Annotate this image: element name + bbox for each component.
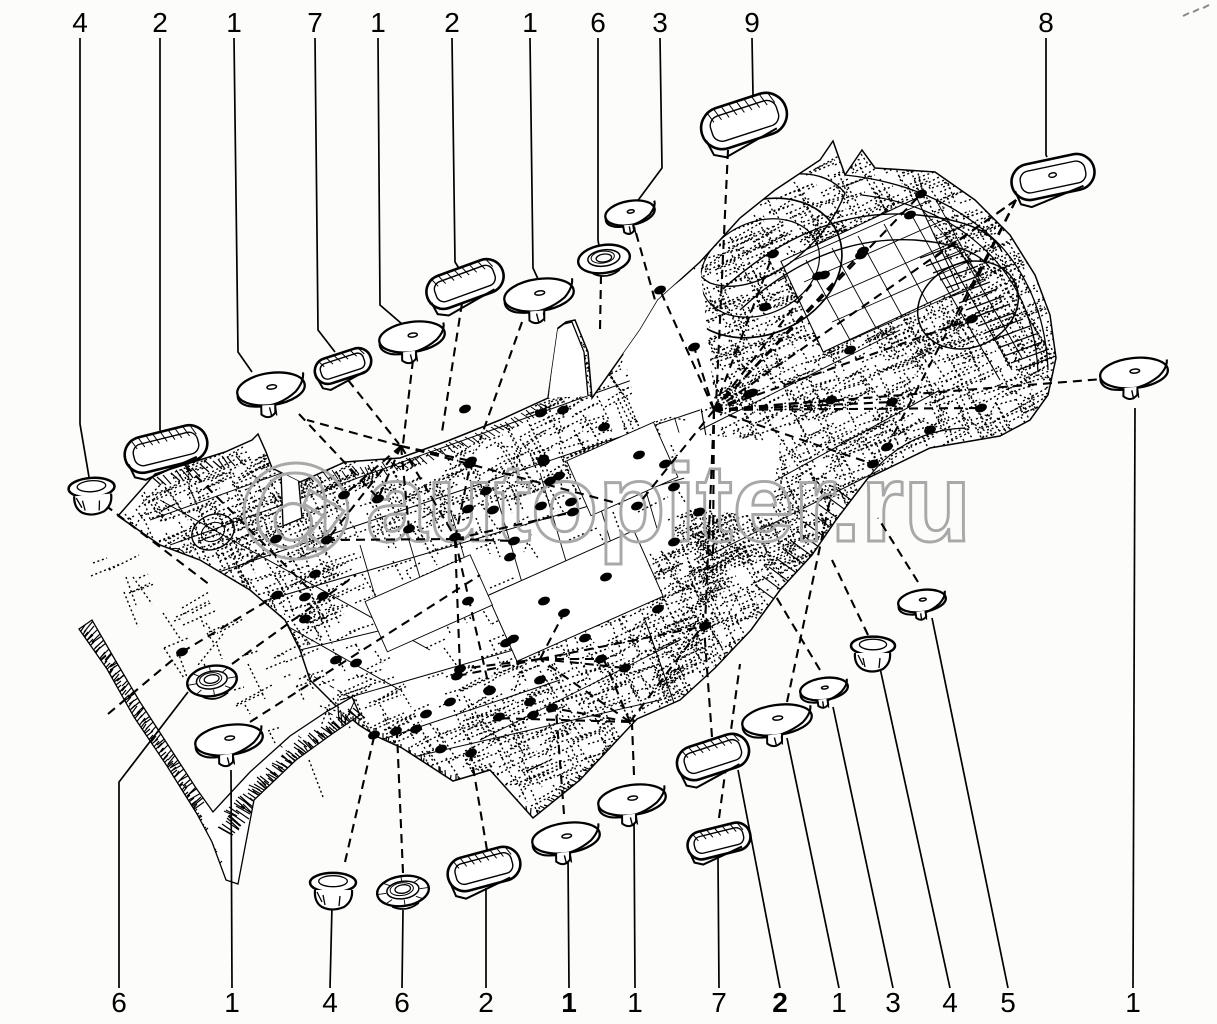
svg-text:3: 3 xyxy=(885,987,901,1018)
svg-text:1: 1 xyxy=(226,7,242,38)
svg-text:6: 6 xyxy=(111,987,127,1018)
svg-text:3: 3 xyxy=(652,7,668,38)
svg-text:8: 8 xyxy=(1038,7,1054,38)
svg-text:1: 1 xyxy=(522,7,538,38)
svg-text:1: 1 xyxy=(370,7,386,38)
svg-text:2: 2 xyxy=(478,987,494,1018)
svg-text:1: 1 xyxy=(561,987,577,1018)
svg-text:1: 1 xyxy=(831,987,847,1018)
svg-text:6: 6 xyxy=(590,7,606,38)
svg-text:4: 4 xyxy=(322,987,338,1018)
svg-text:1: 1 xyxy=(1125,987,1141,1018)
svg-text:2: 2 xyxy=(772,987,788,1018)
svg-text:9: 9 xyxy=(744,7,760,38)
svg-text:1: 1 xyxy=(224,987,240,1018)
svg-text:5: 5 xyxy=(1000,987,1016,1018)
svg-text:7: 7 xyxy=(307,7,323,38)
svg-text:4: 4 xyxy=(72,7,88,38)
svg-text:2: 2 xyxy=(152,7,168,38)
svg-text:1: 1 xyxy=(627,987,643,1018)
svg-text:2: 2 xyxy=(444,7,460,38)
svg-text:7: 7 xyxy=(711,987,727,1018)
svg-text:6: 6 xyxy=(394,987,410,1018)
svg-text:4: 4 xyxy=(942,987,958,1018)
